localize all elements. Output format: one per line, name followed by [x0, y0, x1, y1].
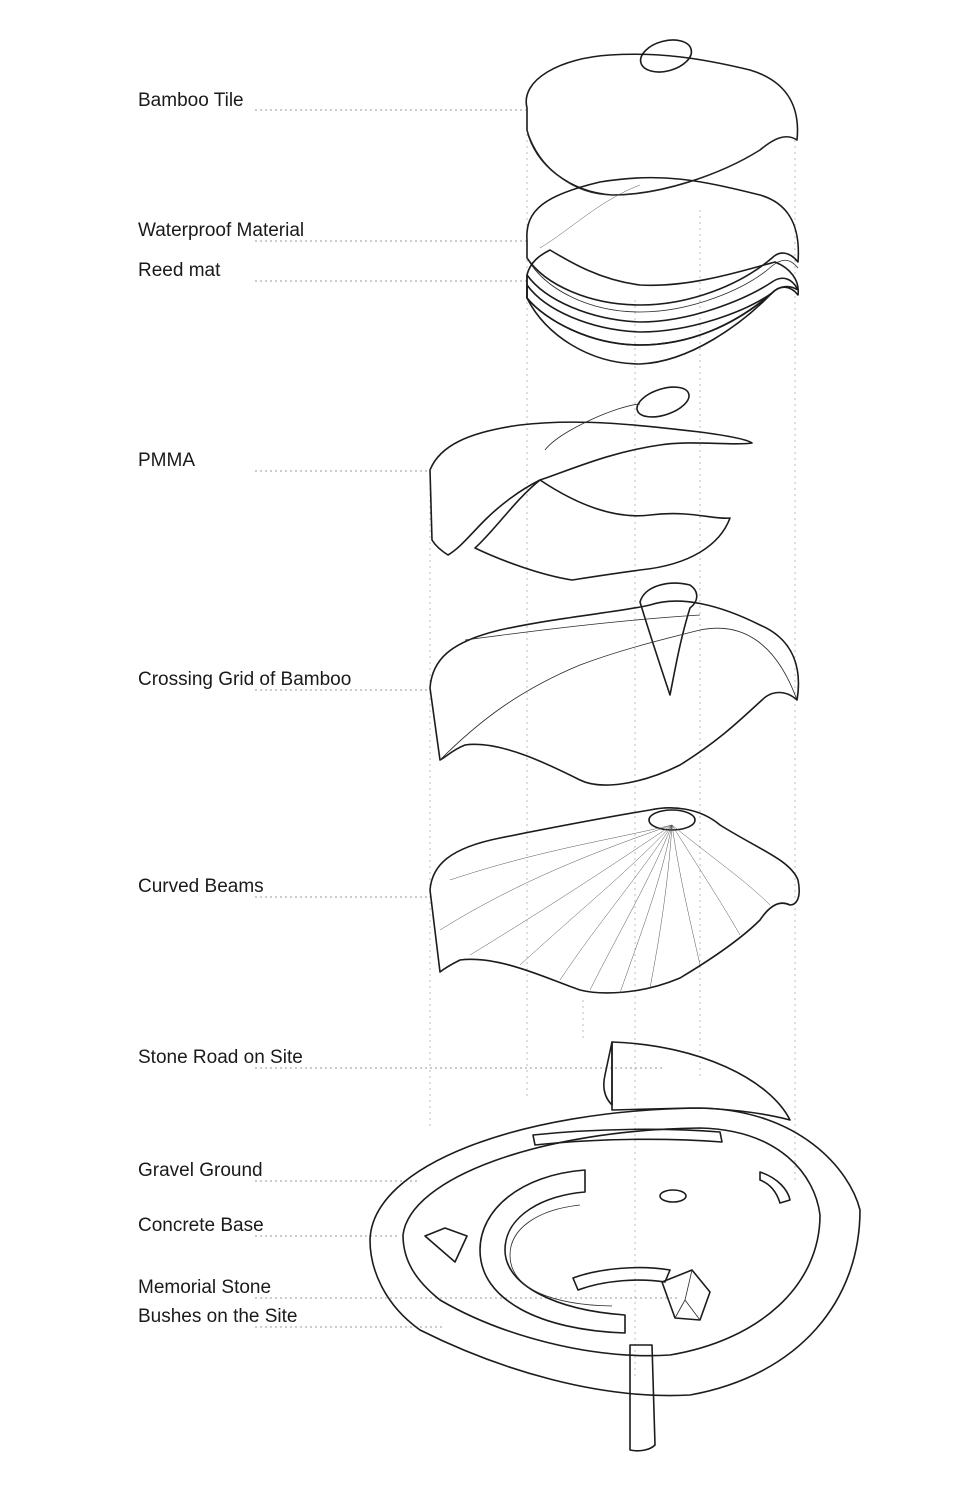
label-reed-mat: Reed mat: [138, 260, 221, 281]
reed-mat-layer: [526, 249, 800, 365]
waterproof-layer: [526, 176, 800, 313]
curved-beams-layer: [429, 807, 800, 994]
bamboo-grid-layer: [429, 582, 800, 786]
label-concrete-base: Concrete Base: [138, 1215, 264, 1236]
label-crossing-grid: Crossing Grid of Bamboo: [138, 669, 352, 690]
site-plan: [369, 1041, 861, 1452]
label-waterproof-material: Waterproof Material: [138, 220, 305, 241]
bamboo-tile-roof: [525, 39, 799, 196]
label-stone-road: Stone Road on Site: [138, 1047, 303, 1068]
pmma-layer: [429, 386, 753, 581]
label-memorial-stone: Memorial Stone: [138, 1277, 272, 1298]
label-gravel-ground: Gravel Ground: [138, 1160, 263, 1181]
bush-west: [424, 1227, 468, 1263]
label-curved-beams: Curved Beams: [138, 876, 264, 897]
leader-lines: [255, 109, 680, 1328]
label-pmma: PMMA: [138, 450, 195, 471]
projection-guides: [429, 110, 796, 1380]
memorial-stone-shape: [661, 1269, 711, 1321]
label-bamboo-tile: Bamboo Tile: [138, 90, 244, 111]
label-bushes: Bushes on the Site: [138, 1306, 298, 1327]
